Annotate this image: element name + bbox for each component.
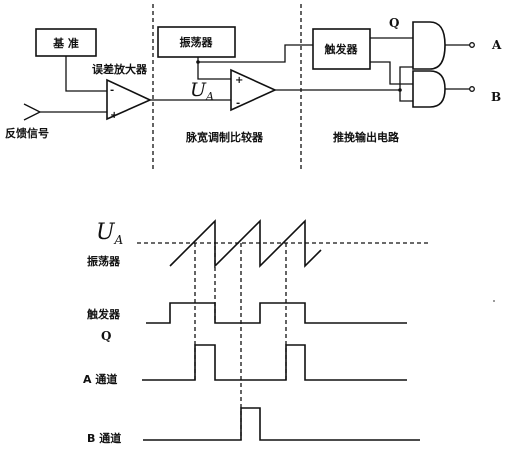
clock-to-trigger-wire [198,44,313,63]
oscillator-block [157,26,236,58]
qbar-to-gate-b-wire [370,61,413,85]
a-channel-waveform [142,344,407,381]
feedback-input-arrow [23,103,42,121]
output-a-label: A [491,38,502,52]
pwm-comparator-label: 脉宽调制比较器 [185,130,264,144]
timing-ua-label: UA [96,220,124,247]
gate-a [412,21,446,70]
schematic-ua-label: UA [190,79,214,103]
timing-b-channel-label: B 通道 [87,431,121,445]
sawtooth-waveform [169,219,322,268]
error-amp-label: 误差放大器 [92,62,148,76]
b-channel-waveform [143,407,420,441]
reference-wire [65,56,107,92]
error-amp-plus: + [110,110,118,121]
oscillator-wire [197,57,231,80]
trigger-block [312,28,371,70]
scan-speck [493,300,495,302]
timing-trigger-label: 触发器 [86,307,121,321]
oscillator-block-label: 振荡器 [180,35,214,49]
trigger-block-label: 触发器 [324,42,359,56]
gate-b [412,70,446,108]
timing-a-channel-label: A 通道 [83,372,117,386]
q-output-label: Q [389,16,399,30]
pushpull-label: 推挽输出电路 [333,130,400,144]
feedback-label: 反馈信号 [5,126,49,140]
pwm-comparator [230,68,277,112]
gate-b-input-wire [399,90,413,102]
output-b-label: B [491,90,501,104]
trigger-q-waveform [146,302,407,324]
error-amplifier [106,78,152,121]
reference-block-label: 基 准 [52,36,79,50]
comparator-plus: + [235,75,243,86]
output-b-terminal [469,86,475,92]
timing-q-label: Q [101,329,111,343]
comparator-minus: - [236,98,240,109]
gate-a-input-wire [399,66,413,90]
timing-oscillator-label: 振荡器 [87,254,121,268]
error-amp-minus: - [110,85,114,96]
output-a-terminal [469,42,475,48]
